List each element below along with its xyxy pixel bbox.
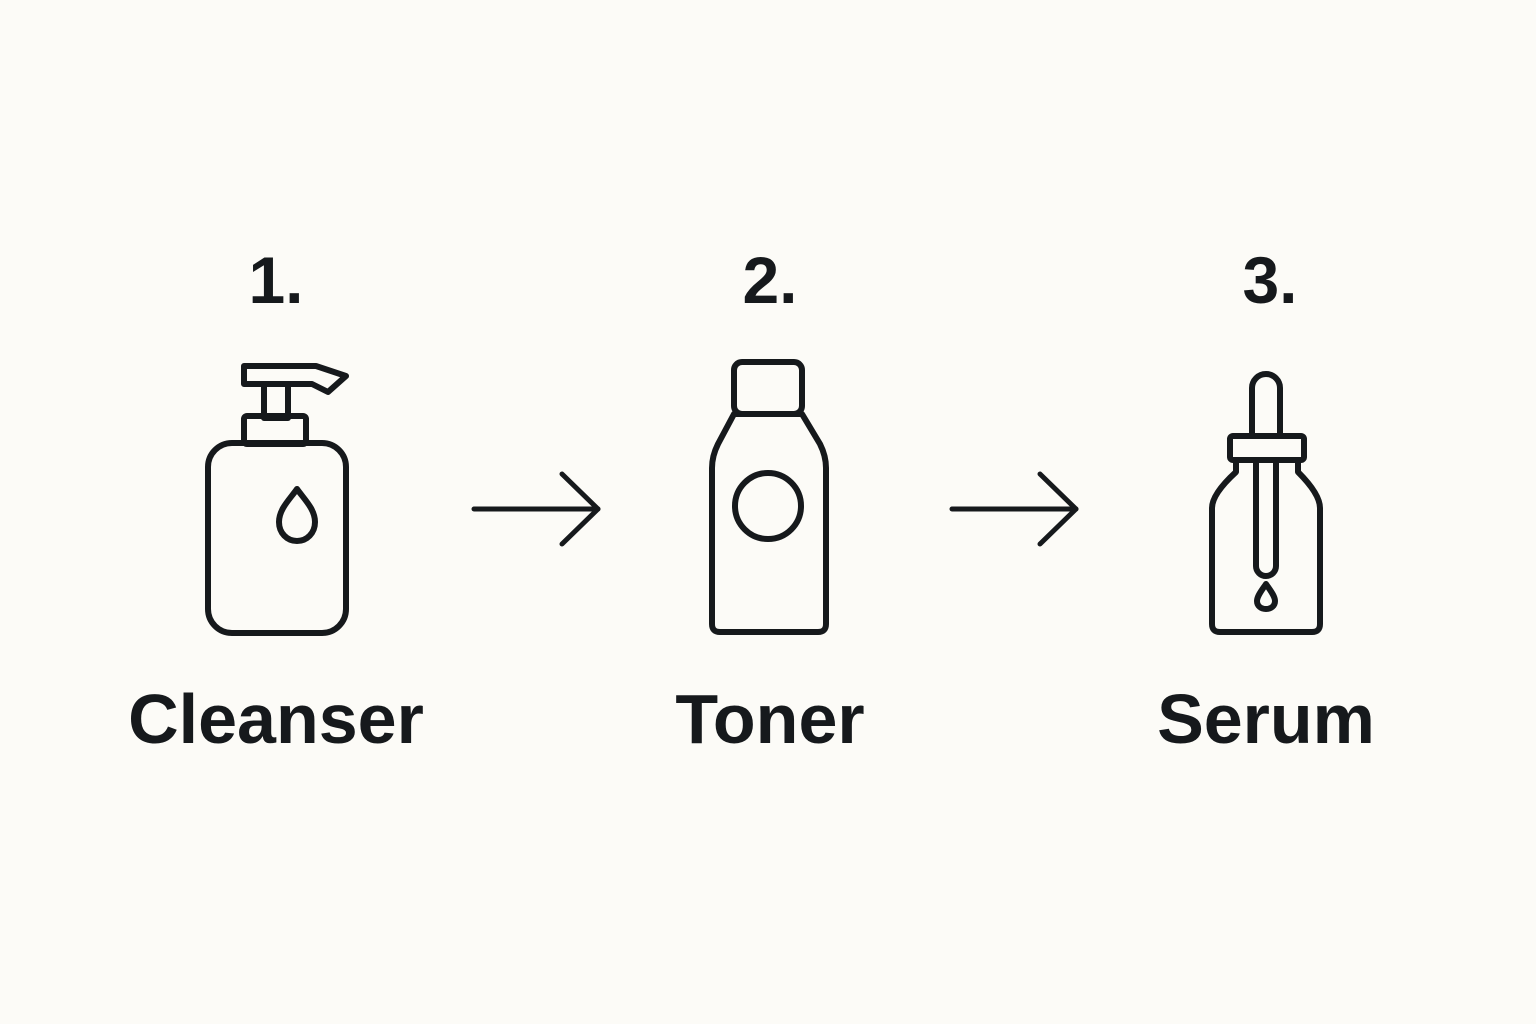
arrow-right-icon [949,471,1079,547]
step-3-label: Serum [1157,680,1375,758]
step-1-number: 1. [248,243,304,317]
arrow-right-icon [471,471,601,547]
step-1-label: Cleanser [128,680,424,758]
step-2-label: Toner [675,680,865,758]
pump-bottle-icon [205,363,349,636]
dropper-bottle-icon [1209,371,1323,635]
step-3-number: 3. [1242,243,1298,317]
toner-bottle-icon [709,359,829,635]
step-2-number: 2. [742,243,798,317]
